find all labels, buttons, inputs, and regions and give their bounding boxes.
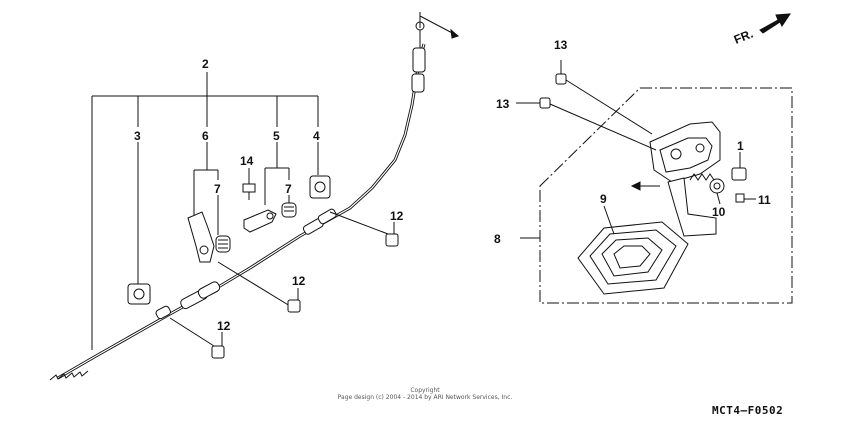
flange-bolt	[329, 211, 399, 247]
direction-label: FR.	[732, 27, 755, 47]
callout-13-left: 13	[496, 97, 510, 111]
callout-12-middle: 12	[292, 274, 306, 288]
copyright-line: Page design (c) 2004 - 2014 by ARI Netwo…	[337, 394, 513, 401]
diagram-code: MCT4—F0502	[712, 404, 784, 417]
flange-bolt	[169, 317, 225, 359]
callout-8: 8	[494, 232, 501, 246]
copyright-title: Copyright	[410, 387, 440, 394]
seat-lock-cable	[49, 12, 459, 381]
clip	[731, 152, 747, 181]
callout-14: 14	[240, 154, 254, 168]
boot	[577, 205, 689, 295]
callout-4: 4	[313, 129, 320, 143]
screw	[735, 193, 756, 203]
callout-5: 5	[273, 129, 280, 143]
cable-stay	[187, 211, 215, 263]
cable-group-bracket	[91, 72, 319, 350]
seat-lock	[630, 121, 721, 237]
callout-12-right: 12	[390, 209, 404, 223]
direction-arrow-icon	[759, 13, 791, 34]
callout-13-top: 13	[554, 38, 568, 52]
cable-clamp	[309, 175, 331, 199]
screw	[555, 60, 653, 135]
callout-6: 6	[202, 129, 209, 143]
collar	[709, 178, 725, 205]
screw	[516, 97, 657, 151]
callout-10: 10	[712, 205, 726, 219]
callout-11: 11	[758, 193, 771, 207]
flange-bolt	[217, 261, 301, 313]
bolt	[242, 168, 256, 200]
cable-clamp	[127, 283, 151, 305]
cable-grommet	[281, 202, 297, 218]
seat-lock-assembly-outline	[520, 87, 793, 304]
callout-12-bottom: 12	[217, 319, 231, 333]
callout-9: 9	[600, 192, 607, 206]
callout-1: 1	[737, 139, 744, 153]
callout-2: 2	[202, 57, 209, 71]
cable-stay	[243, 209, 277, 233]
callout-7-left: 7	[214, 182, 221, 196]
callout-3: 3	[134, 129, 141, 143]
callout-7-right: 7	[285, 182, 292, 196]
cable-grommet	[215, 235, 231, 253]
